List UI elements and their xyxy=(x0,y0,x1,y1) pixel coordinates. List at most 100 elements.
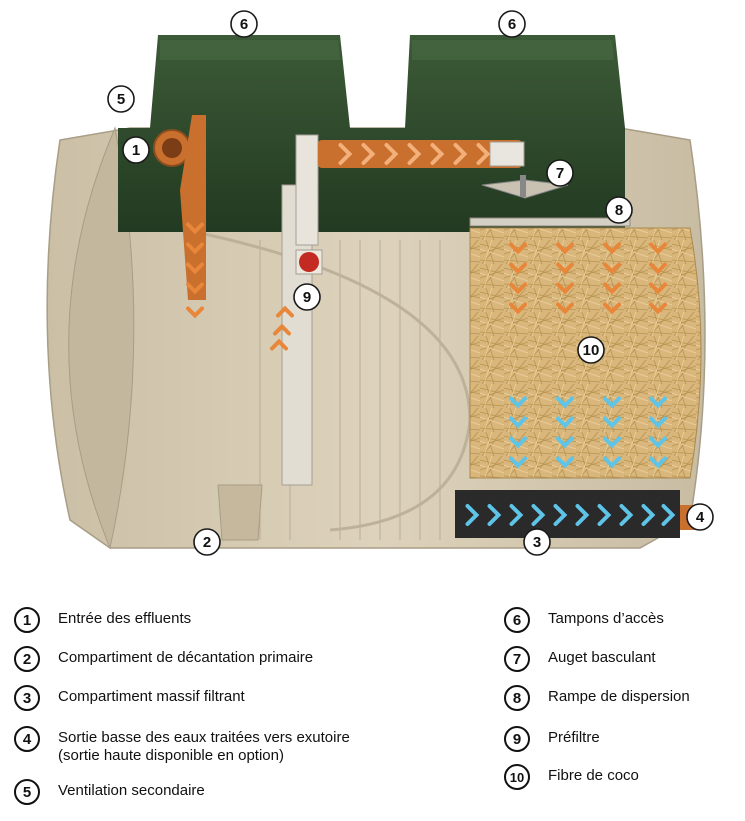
flow-arrow-icon xyxy=(509,302,527,315)
legend-label: Sortie basse des eaux traitées vers exut… xyxy=(58,726,350,765)
legend-label: Ventilation secondaire xyxy=(58,779,205,800)
flow-arrow-icon xyxy=(509,262,527,275)
marker-circle xyxy=(122,136,150,164)
legend-label-main: Ventilation secondaire xyxy=(58,782,205,799)
flow-arrow-icon xyxy=(509,456,527,469)
flow-arrow-icon xyxy=(361,143,376,165)
flow-arrow-icon xyxy=(465,504,480,526)
legend-number: 1 xyxy=(14,607,40,633)
marker-6b: 6 xyxy=(498,10,526,38)
flow-arrow-icon xyxy=(603,456,621,469)
marker-label: 7 xyxy=(556,165,564,182)
legend-label: Tampons d’accès xyxy=(548,607,664,628)
marker-label: 3 xyxy=(533,534,541,551)
flow-arrow-icon xyxy=(186,242,204,255)
legend-label-main: Auget basculant xyxy=(548,649,656,666)
marker-label: 4 xyxy=(696,509,705,526)
marker-label: 10 xyxy=(583,342,600,359)
flow-arrow-icon xyxy=(270,338,288,351)
marker-circle xyxy=(686,503,714,531)
marker-circle xyxy=(605,196,633,224)
outlet-channel xyxy=(455,490,680,538)
marker-7: 7 xyxy=(546,159,574,187)
flow-arrow-icon xyxy=(649,416,667,429)
legend-number: 8 xyxy=(504,685,530,711)
flow-arrow-icon xyxy=(649,302,667,315)
legend-number: 6 xyxy=(504,607,530,633)
marker-label: 2 xyxy=(203,534,211,551)
flow-arrow-icon xyxy=(487,504,502,526)
flow-arrow-icon xyxy=(649,242,667,255)
flow-arrow-icon xyxy=(649,456,667,469)
marker-3: 3 xyxy=(523,528,551,556)
flow-arrow-icon xyxy=(556,302,574,315)
flow-arrow-icon xyxy=(553,504,568,526)
flow-arrow-icon xyxy=(407,143,422,165)
legend-label: Rampe de dispersion xyxy=(548,685,690,706)
legend-item-5: 5 Ventilation secondaire xyxy=(14,779,205,805)
marker-circle xyxy=(193,528,221,556)
marker-circle xyxy=(577,336,605,364)
flow-arrow-icon xyxy=(509,242,527,255)
legend-number: 7 xyxy=(504,646,530,672)
flow-arrow-icon xyxy=(509,504,524,526)
marker-6a: 6 xyxy=(230,10,258,38)
flow-arrow-icon xyxy=(603,282,621,295)
legend-item-7: 7 Auget basculant xyxy=(504,646,656,672)
flow-arrow-icon xyxy=(556,436,574,449)
flow-arrow-icon xyxy=(509,436,527,449)
legend-number: 10 xyxy=(504,764,530,790)
flow-arrow-icon xyxy=(619,504,634,526)
flow-arrow-icon xyxy=(186,306,204,319)
marker-circle xyxy=(546,159,574,187)
flow-arrow-icon xyxy=(556,396,574,409)
legend-label: Fibre de coco xyxy=(548,764,639,785)
legend-item-6: 6 Tampons d’accès xyxy=(504,607,664,633)
flow-arrow-icon xyxy=(649,436,667,449)
legend-label-main: Fibre de coco xyxy=(548,767,639,784)
settling-wall xyxy=(194,230,472,532)
flow-arrow-icon xyxy=(556,282,574,295)
legend-label: Préfiltre xyxy=(548,726,600,747)
flow-arrow-icon xyxy=(476,143,491,165)
legend-number: 5 xyxy=(14,779,40,805)
legend-label: Compartiment de décantation primaire xyxy=(58,646,313,667)
flow-arrow-icon xyxy=(661,504,676,526)
legend-item-1: 1 Entrée des effluents xyxy=(14,607,191,633)
marker-10: 10 xyxy=(577,336,605,364)
flow-arrow-icon xyxy=(384,143,399,165)
marker-circle xyxy=(293,283,321,311)
flow-arrow-icon xyxy=(603,436,621,449)
tank-end-cap xyxy=(68,126,135,550)
flow-arrow-icon xyxy=(556,242,574,255)
flow-arrow-icon xyxy=(603,242,621,255)
marker-8: 8 xyxy=(605,196,633,224)
flow-arrow-icon xyxy=(276,305,294,318)
marker-label: 5 xyxy=(117,91,125,108)
marker-circle xyxy=(107,85,135,113)
legend-label-main: Sortie basse des eaux traitées vers exut… xyxy=(58,729,350,746)
flow-arrow-icon xyxy=(186,222,204,235)
marker-4: 4 xyxy=(686,503,714,531)
flow-arrow-icon xyxy=(509,416,527,429)
legend-number: 3 xyxy=(14,685,40,711)
flow-arrow-icon xyxy=(603,262,621,275)
flow-arrow-icon xyxy=(556,262,574,275)
marker-9: 9 xyxy=(293,283,321,311)
marker-2: 2 xyxy=(193,528,221,556)
legend-label-main: Entrée des effluents xyxy=(58,610,192,627)
legend-item-10: 10 Fibre de coco xyxy=(504,764,639,790)
legend-label-main: Compartiment de décantation primaire xyxy=(58,649,314,666)
flow-arrow-icon xyxy=(531,504,546,526)
legend-label: Auget basculant xyxy=(548,646,656,667)
flow-arrow-icon xyxy=(186,262,204,275)
flow-arrow-icon xyxy=(556,416,574,429)
flow-arrow-icon xyxy=(338,143,353,165)
marker-circle xyxy=(498,10,526,38)
flow-arrow-icon xyxy=(556,456,574,469)
